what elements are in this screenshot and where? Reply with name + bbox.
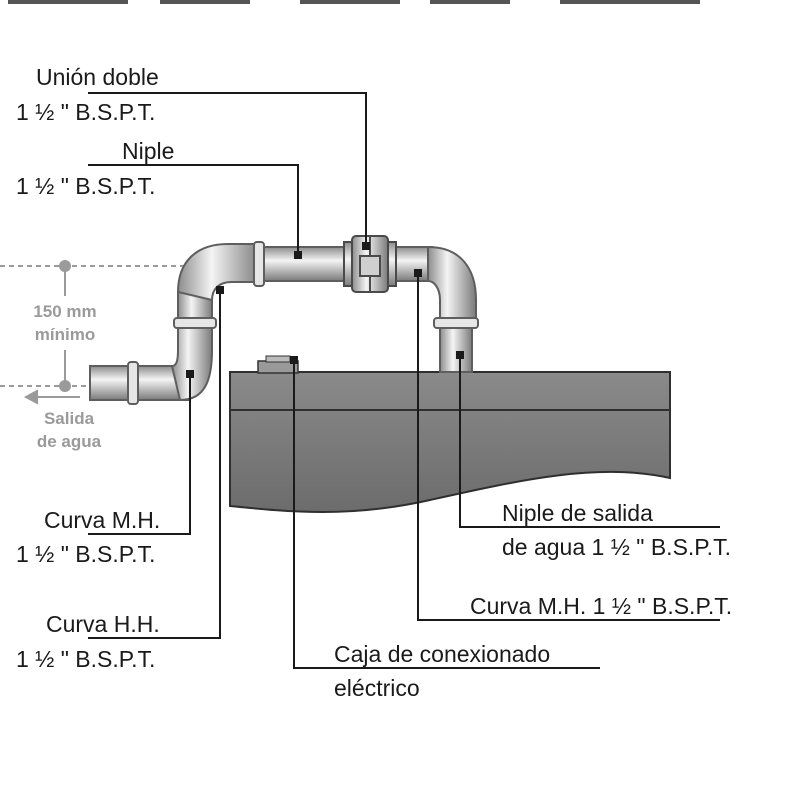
- water-heater: [229, 371, 671, 513]
- label-curva-hh-spec: 1 ½ " B.S.P.T.: [16, 646, 156, 672]
- label-niple-salida: Niple de salida: [502, 500, 653, 526]
- dimension-150mm: [0, 260, 225, 392]
- leader-endpoints: [186, 242, 464, 378]
- label-curva-mh-right: Curva M.H. 1 ½ " B.S.P.T.: [470, 593, 733, 619]
- electrical-box: [257, 355, 299, 374]
- label-caja-conexionado-line2: eléctrico: [334, 675, 420, 701]
- double-union: [343, 235, 397, 293]
- pipe-collars: [127, 241, 479, 405]
- label-union-doble: Unión doble: [36, 64, 159, 90]
- dimension-value: 150 mm: [33, 302, 97, 321]
- outlet-label: Salida: [43, 409, 95, 428]
- cropped-top-text: [8, 0, 700, 4]
- label-curva-mh-left: Curva M.H.: [44, 507, 161, 533]
- leader-lines: [88, 92, 720, 669]
- label-curva-mh-left-spec: 1 ½ " B.S.P.T.: [16, 541, 156, 567]
- label-niple-salida-spec: de agua 1 ½ " B.S.P.T.: [502, 534, 731, 560]
- piping: [89, 243, 477, 402]
- label-curva-hh: Curva H.H.: [46, 611, 160, 637]
- label-union-doble-spec: 1 ½ " B.S.P.T.: [16, 99, 156, 125]
- dimension-note: mínimo: [34, 325, 96, 344]
- outlet-arrow-icon: [23, 389, 80, 405]
- label-niple-spec: 1 ½ " B.S.P.T.: [16, 173, 156, 199]
- outlet-label-line2: de agua: [36, 432, 102, 451]
- label-caja-conexionado: Caja de conexionado: [334, 641, 551, 667]
- label-niple: Niple: [122, 138, 175, 164]
